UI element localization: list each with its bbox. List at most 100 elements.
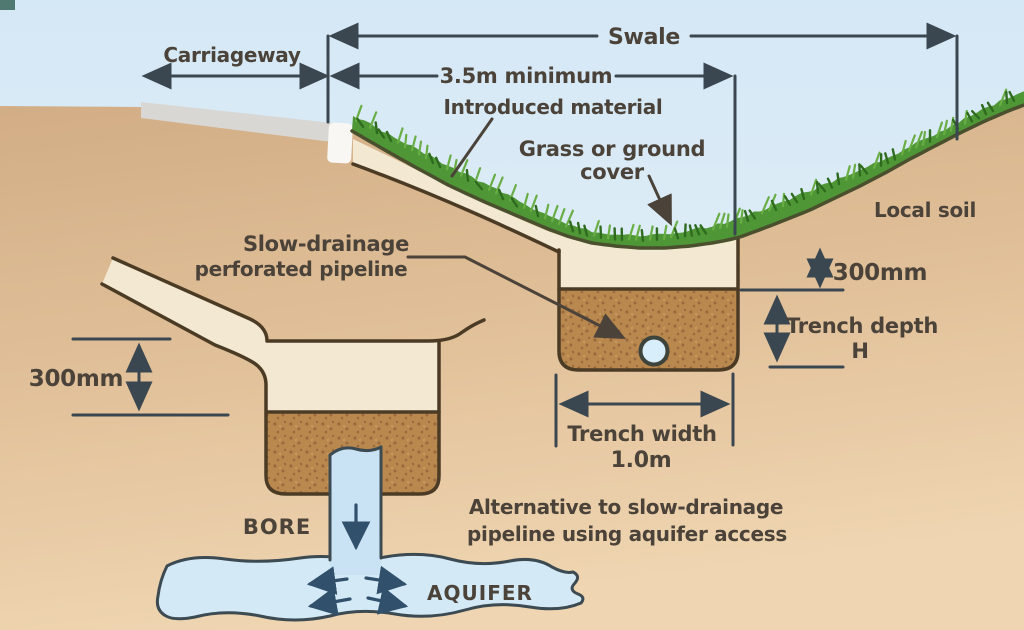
grass-blade <box>599 225 603 240</box>
grass-blade <box>921 130 927 146</box>
label-cover-depth-left: 300mm <box>29 366 123 392</box>
local-soil-ground <box>0 105 1024 630</box>
grass-blade <box>368 111 378 130</box>
grass-blade <box>711 212 721 231</box>
grass-blade <box>522 192 529 209</box>
grass-blade <box>783 195 792 206</box>
grass-blade <box>403 133 408 149</box>
main-trench-outline <box>557 235 740 372</box>
corner-artifact <box>0 0 15 10</box>
label-trench-depth-2: H <box>851 339 868 363</box>
label-bore: BORE <box>243 515 311 539</box>
introduced-material-lower-line <box>351 162 561 254</box>
grass-blade <box>662 224 668 240</box>
grass-blade <box>725 213 730 228</box>
grass-blade <box>942 119 949 136</box>
labels: Carriageway Swale 3.5m minimum Introduce… <box>29 25 977 605</box>
perforated-pipe-icon <box>638 335 670 367</box>
grass-blade <box>851 163 857 179</box>
grass-blade <box>748 209 757 220</box>
grass-blade <box>543 203 550 220</box>
label-carriageway: Carriageway <box>163 43 300 67</box>
grass-blade <box>356 117 365 129</box>
road-surface <box>141 102 332 142</box>
grass-blade <box>583 224 589 237</box>
grass-blade <box>836 172 841 186</box>
grass-blades <box>354 88 1016 243</box>
grass-blade <box>1008 90 1016 103</box>
grass-blade <box>907 134 916 152</box>
grass-blade <box>980 103 988 116</box>
grass-blade <box>800 187 806 201</box>
grass-blade <box>648 225 654 241</box>
grass-blade <box>435 156 442 169</box>
grass-blade <box>576 221 582 235</box>
grass-blade <box>971 109 981 120</box>
grass-blade <box>374 121 379 135</box>
kerb <box>327 122 353 164</box>
label-trench-depth-1: Trench depth <box>786 314 938 338</box>
label-alternative-1: Alternative to slow-drainage <box>469 495 783 519</box>
label-trench-width-1: Trench width <box>567 422 716 446</box>
grass-blade <box>627 223 635 241</box>
main-trench-gravel-texture <box>560 290 737 369</box>
aquifer-arrow-right-2 <box>366 586 409 615</box>
label-aquifer: AQUIFER <box>427 581 533 605</box>
grass-blade <box>410 135 417 152</box>
alt-channel-top-line <box>111 256 486 343</box>
grass-blade <box>914 130 924 149</box>
grass-blade <box>465 168 470 183</box>
introduced-material-fill <box>353 139 739 289</box>
aquifer-arrow-left-1 <box>306 566 349 595</box>
grass-blade <box>790 192 799 204</box>
grass-blade <box>568 220 575 233</box>
grass-blade <box>891 148 897 161</box>
grass-blade <box>966 111 974 123</box>
grass-blade <box>498 188 505 201</box>
grass-blade <box>770 199 778 212</box>
grass-blade <box>844 165 851 182</box>
label-swale: Swale <box>608 25 680 50</box>
aquifer-arrow-left-2 <box>307 587 352 616</box>
grass-blade <box>826 177 834 189</box>
grass-blade <box>445 154 452 171</box>
grass-blade <box>900 139 907 156</box>
label-grass-cover-1: Grass or ground <box>519 137 705 161</box>
grass-blade <box>781 192 786 208</box>
bore-top-wave <box>328 445 383 457</box>
grass-blade <box>473 167 482 185</box>
soil-surface-line <box>350 103 1024 250</box>
grass-blade <box>459 159 469 177</box>
grass-blade <box>592 220 600 237</box>
label-pipeline-1: Slow-drainage <box>243 232 409 256</box>
label-alternative-2: pipeline using aquifer access <box>467 522 787 546</box>
grass-blade <box>718 212 726 230</box>
grass-blade <box>428 152 435 165</box>
grass-blade <box>396 127 404 144</box>
grass-blade <box>760 196 770 215</box>
grass-blade <box>606 224 612 240</box>
grass-blade <box>683 223 687 238</box>
grass-blade <box>739 209 744 224</box>
grass-blade <box>986 101 995 113</box>
grass-blade <box>534 204 540 218</box>
grass-blade <box>809 178 818 196</box>
grass-blade <box>377 128 386 139</box>
grass-blade <box>688 224 694 237</box>
grass-blade <box>1005 90 1009 105</box>
grass-blade <box>884 152 890 165</box>
grass-blade <box>935 121 944 139</box>
grass-blade <box>494 176 504 195</box>
alt-channel-fill <box>102 258 438 412</box>
label-pipeline-2: perforated pipeline <box>195 257 408 281</box>
grass-blade <box>634 224 641 241</box>
grass-blade <box>743 209 750 223</box>
grass-blade <box>872 151 881 169</box>
alt-channel-bottom-line <box>100 282 441 496</box>
grass-blade <box>487 173 497 192</box>
grass-blade <box>640 228 645 243</box>
label-min-width: 3.5m minimum <box>440 64 613 88</box>
grass-blade <box>694 224 701 236</box>
